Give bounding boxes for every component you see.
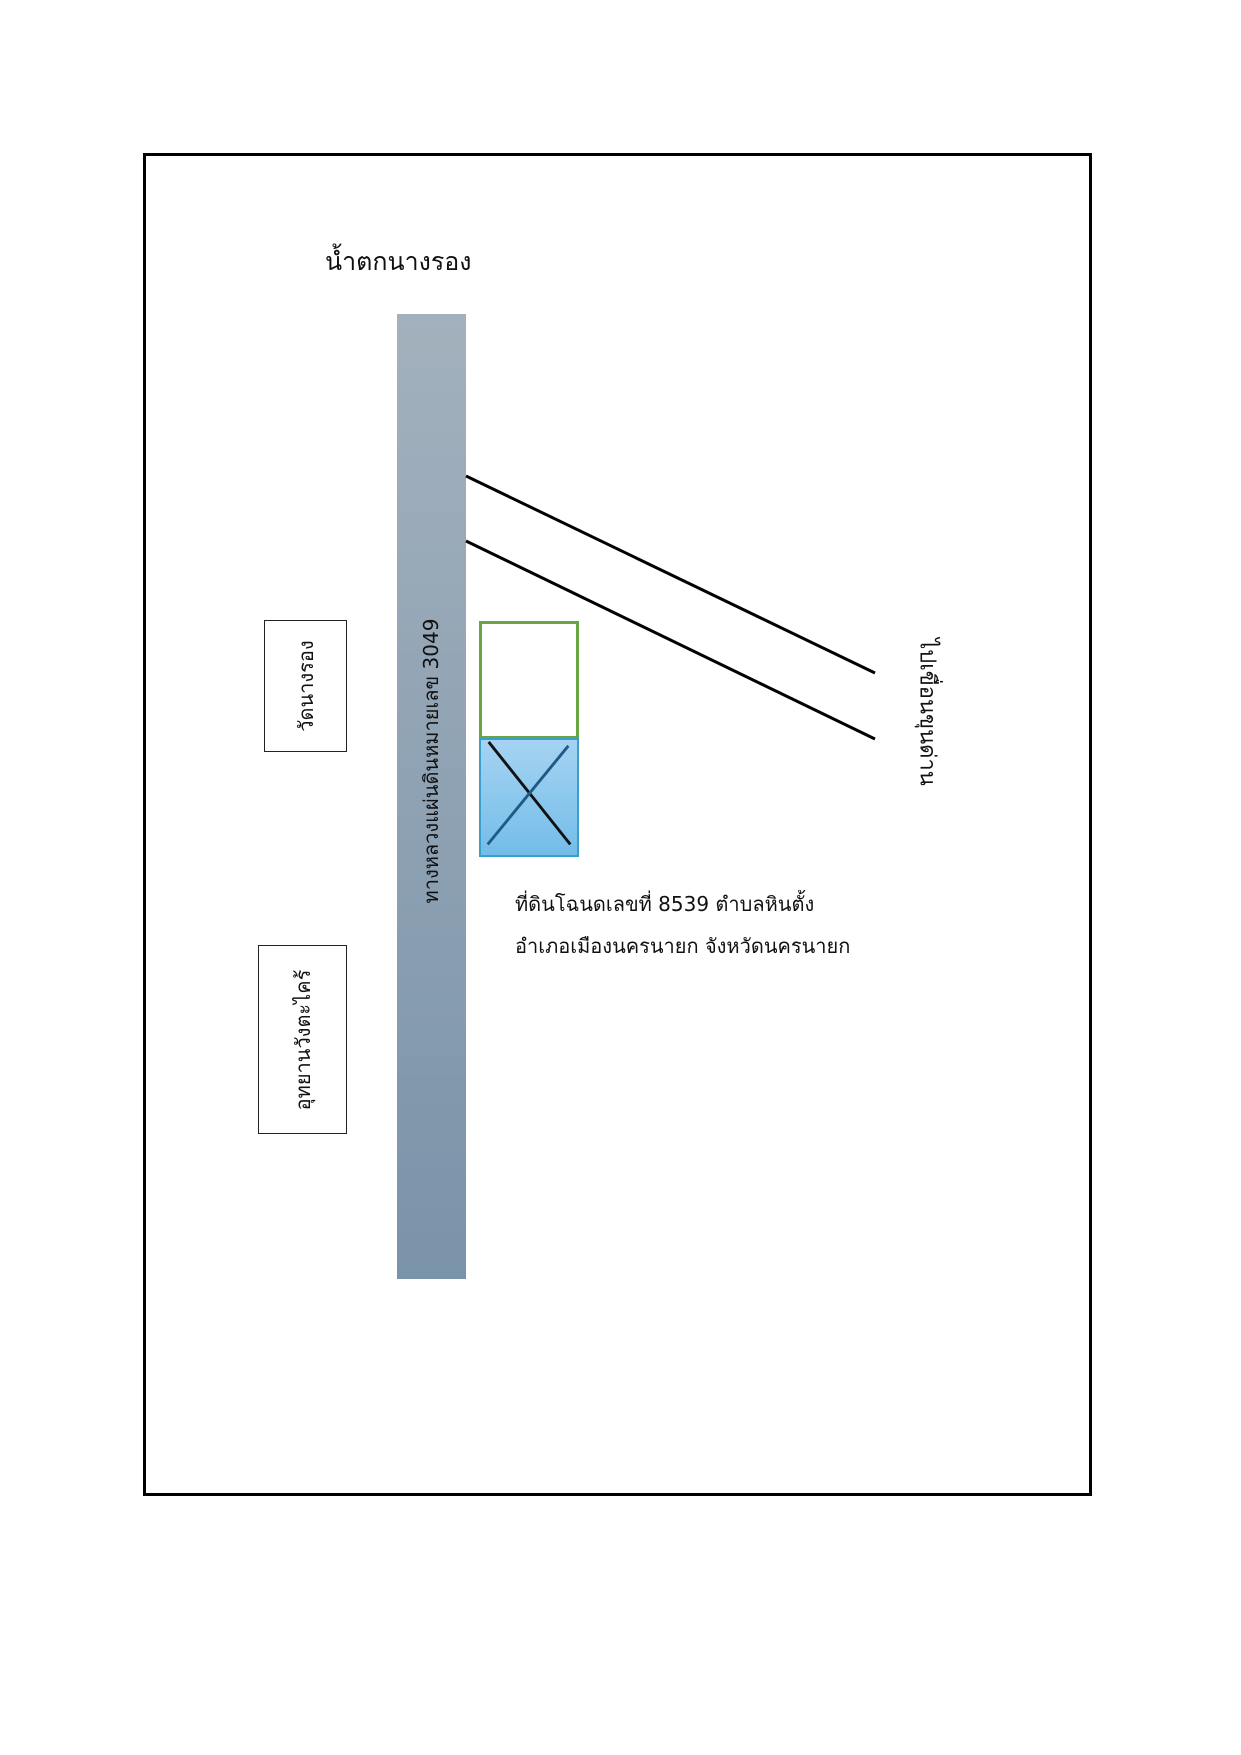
branch-road-lower-edge — [465, 539, 876, 741]
parcel-deed-line2: อำเภอเมืองนครนายก จังหวัดนครนายก — [515, 934, 851, 958]
parcel-deed-line1: ที่ดินโฉนดเลขที่ 8539 ตำบลหินตั้ง — [515, 892, 815, 916]
map-frame — [143, 153, 1092, 1496]
branch-road-upper-edge — [465, 474, 876, 675]
x-mark-icon — [486, 741, 572, 846]
destination-label: ไปเขื่อนขุนด่าน — [914, 638, 940, 786]
temple-box: วัดนางรอง — [264, 620, 347, 752]
waterfall-label: น้ำตกนางรอง — [325, 247, 472, 276]
adjacent-plot — [479, 621, 579, 739]
park-box: อุทยานวังตะไคร้ — [258, 945, 347, 1134]
subject-plot — [479, 738, 579, 857]
highway-3049 — [397, 314, 466, 1279]
